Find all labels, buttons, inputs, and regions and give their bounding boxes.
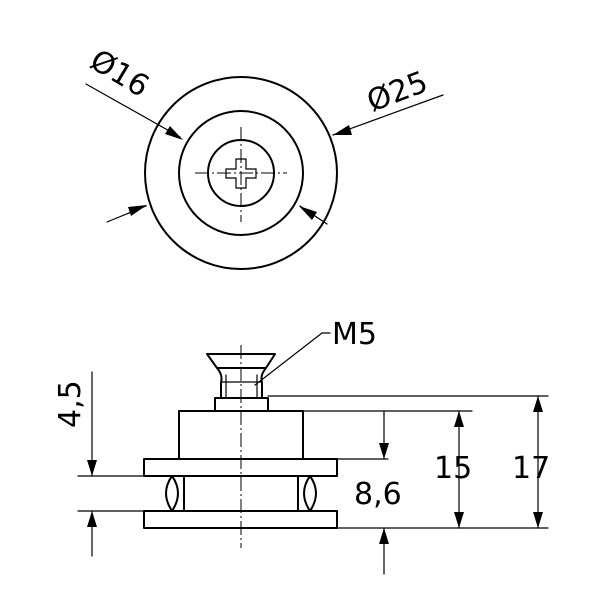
phillips-cross-icon [225, 158, 257, 189]
total-height-label: 17 [512, 451, 550, 486]
groove-right [309, 475, 317, 512]
inner-circle [178, 110, 304, 236]
dia-outer-arrow-left [128, 205, 147, 216]
dia-inner-arrow-bottom [299, 206, 317, 220]
dia-outer-leader [332, 94, 444, 136]
body-height-label: 15 [434, 451, 472, 486]
height15-dim-arrow-bottom [454, 512, 464, 528]
dia-inner-label: Ø16 [84, 43, 155, 105]
thread-label: M5 [332, 317, 377, 352]
dia-inner-arrow-top [165, 126, 183, 140]
outer-circle [144, 76, 338, 270]
groove-left-inner [171, 475, 179, 512]
height17-dim-arrow-bottom [533, 512, 543, 528]
thread-leader [254, 332, 323, 386]
top-view: Ø16 Ø25 [84, 43, 444, 270]
groove-left [165, 475, 173, 512]
height86-dim-arrow-bottom [379, 528, 389, 544]
groove-width-label: 4,5 [53, 380, 88, 428]
groove-right-inner [303, 475, 311, 512]
groove-dim-arrow-top [87, 460, 97, 476]
dia-inner-leader [85, 83, 181, 138]
dia-outer-arrow-right [333, 125, 352, 135]
height15-dim-arrow-top [454, 411, 464, 427]
height86-dim-arrow-top [379, 443, 389, 459]
screw-shank [216, 367, 267, 399]
height17-dim-arrow-top [533, 396, 543, 412]
groove-dim-arrow-bottom [87, 511, 97, 527]
side-view: M5 4,5 8,6 15 17 [53, 317, 550, 575]
groove-height-label: 8,6 [354, 477, 402, 512]
